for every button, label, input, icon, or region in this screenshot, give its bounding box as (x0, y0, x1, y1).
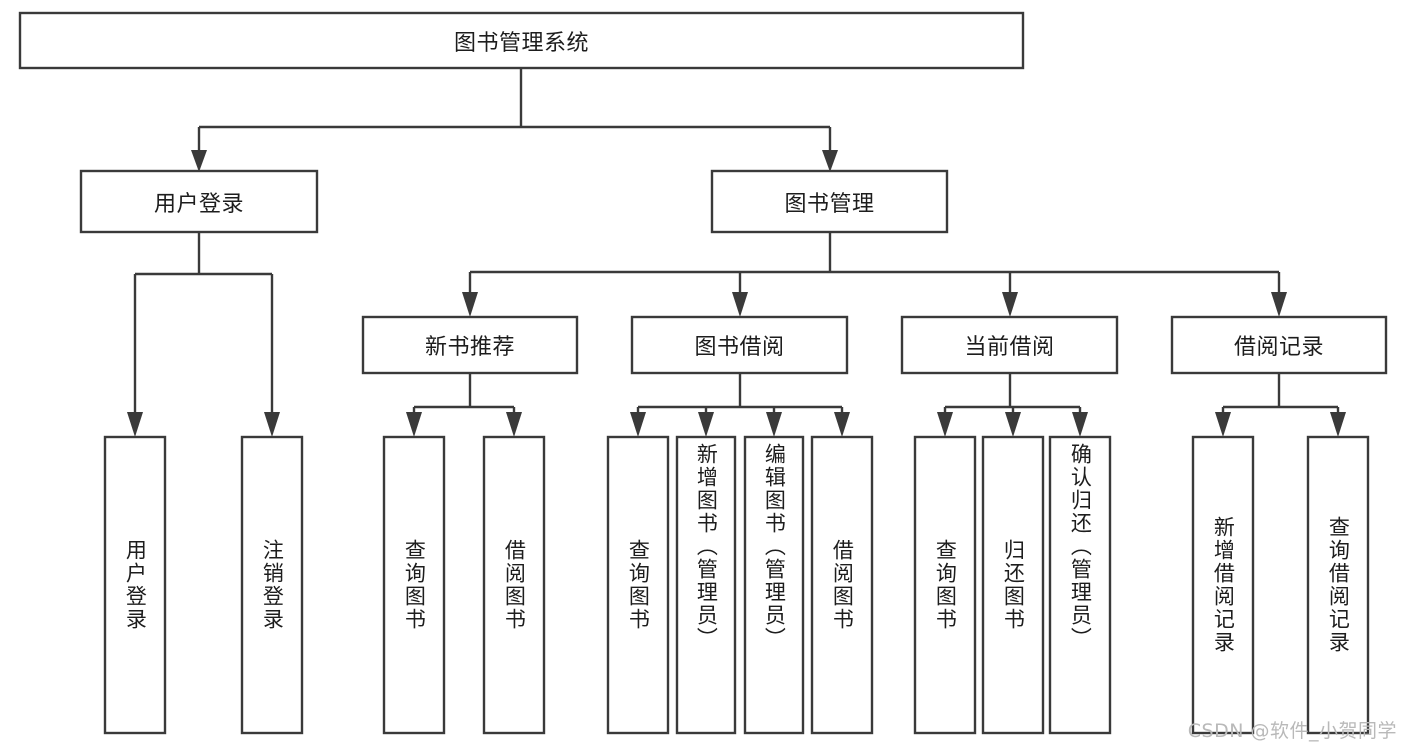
leaf-newbook-query-book[interactable] (382, 435, 446, 735)
arrowhead-new-book-rec (462, 292, 478, 317)
csdn-watermark: CSDN @软件_小贺同学 (1187, 720, 1397, 742)
node-borrow-record[interactable] (1170, 315, 1388, 375)
node-user-login[interactable] (79, 169, 319, 234)
leaf-bookborrow-edit-book[interactable] (743, 435, 805, 735)
leaf-currentborrow-confirm-return[interactable] (1048, 435, 1112, 735)
leaf-borrowrecord-add-record[interactable] (1191, 435, 1255, 735)
arrowhead-currentborrow-confirm (1072, 412, 1088, 437)
arrowhead-bookborrow-lend (834, 412, 850, 437)
arrowhead-currentborrow-query (937, 412, 953, 437)
node-book-manage[interactable] (710, 169, 949, 234)
leaf-user-login[interactable] (103, 435, 167, 735)
leaf-newbook-borrow-book[interactable] (482, 435, 546, 735)
arrowhead-bookborrow-add (698, 412, 714, 437)
connector-group-book-manage (462, 232, 1287, 317)
arrowhead-user-login (191, 150, 207, 172)
arrowhead-leaf-user-login (127, 412, 143, 437)
arrowhead-bookborrow-edit (766, 412, 782, 437)
leaf-currentborrow-query-book[interactable] (913, 435, 977, 735)
arrowhead-book-borrow (732, 292, 748, 317)
connector-group-root (191, 69, 838, 172)
leaf-bookborrow-query-book[interactable] (606, 435, 670, 735)
arrowhead-borrowrecord-add (1215, 412, 1231, 437)
arrowhead-newbook-query (406, 412, 422, 437)
leaf-bookborrow-lend-book[interactable] (810, 435, 874, 735)
arrowhead-newbook-borrow (506, 412, 522, 437)
node-book-borrow[interactable] (630, 315, 849, 375)
leaf-borrowrecord-query-record[interactable] (1306, 435, 1370, 735)
arrowhead-current-borrow (1002, 292, 1018, 317)
arrowhead-book-manage (822, 150, 838, 172)
node-new-book-recommend[interactable] (361, 315, 579, 375)
arrowhead-leaf-logout (264, 412, 280, 437)
connector-group-borrow-record (1215, 373, 1346, 437)
leaf-logout[interactable] (240, 435, 304, 735)
connector-group-book-borrow (630, 373, 850, 437)
arrowhead-borrowrecord-query (1330, 412, 1346, 437)
node-current-borrow[interactable] (900, 315, 1119, 375)
arrowhead-currentborrow-return (1005, 412, 1021, 437)
leaf-currentborrow-return-book[interactable] (981, 435, 1045, 735)
arrowhead-borrow-record (1271, 292, 1287, 317)
leaf-bookborrow-add-book[interactable] (675, 435, 737, 735)
arrowhead-bookborrow-query (630, 412, 646, 437)
connector-group-current-borrow (937, 373, 1088, 437)
node-root[interactable] (18, 11, 1025, 70)
connector-group-user-login (127, 232, 280, 437)
connector-group-new-book (406, 373, 522, 437)
